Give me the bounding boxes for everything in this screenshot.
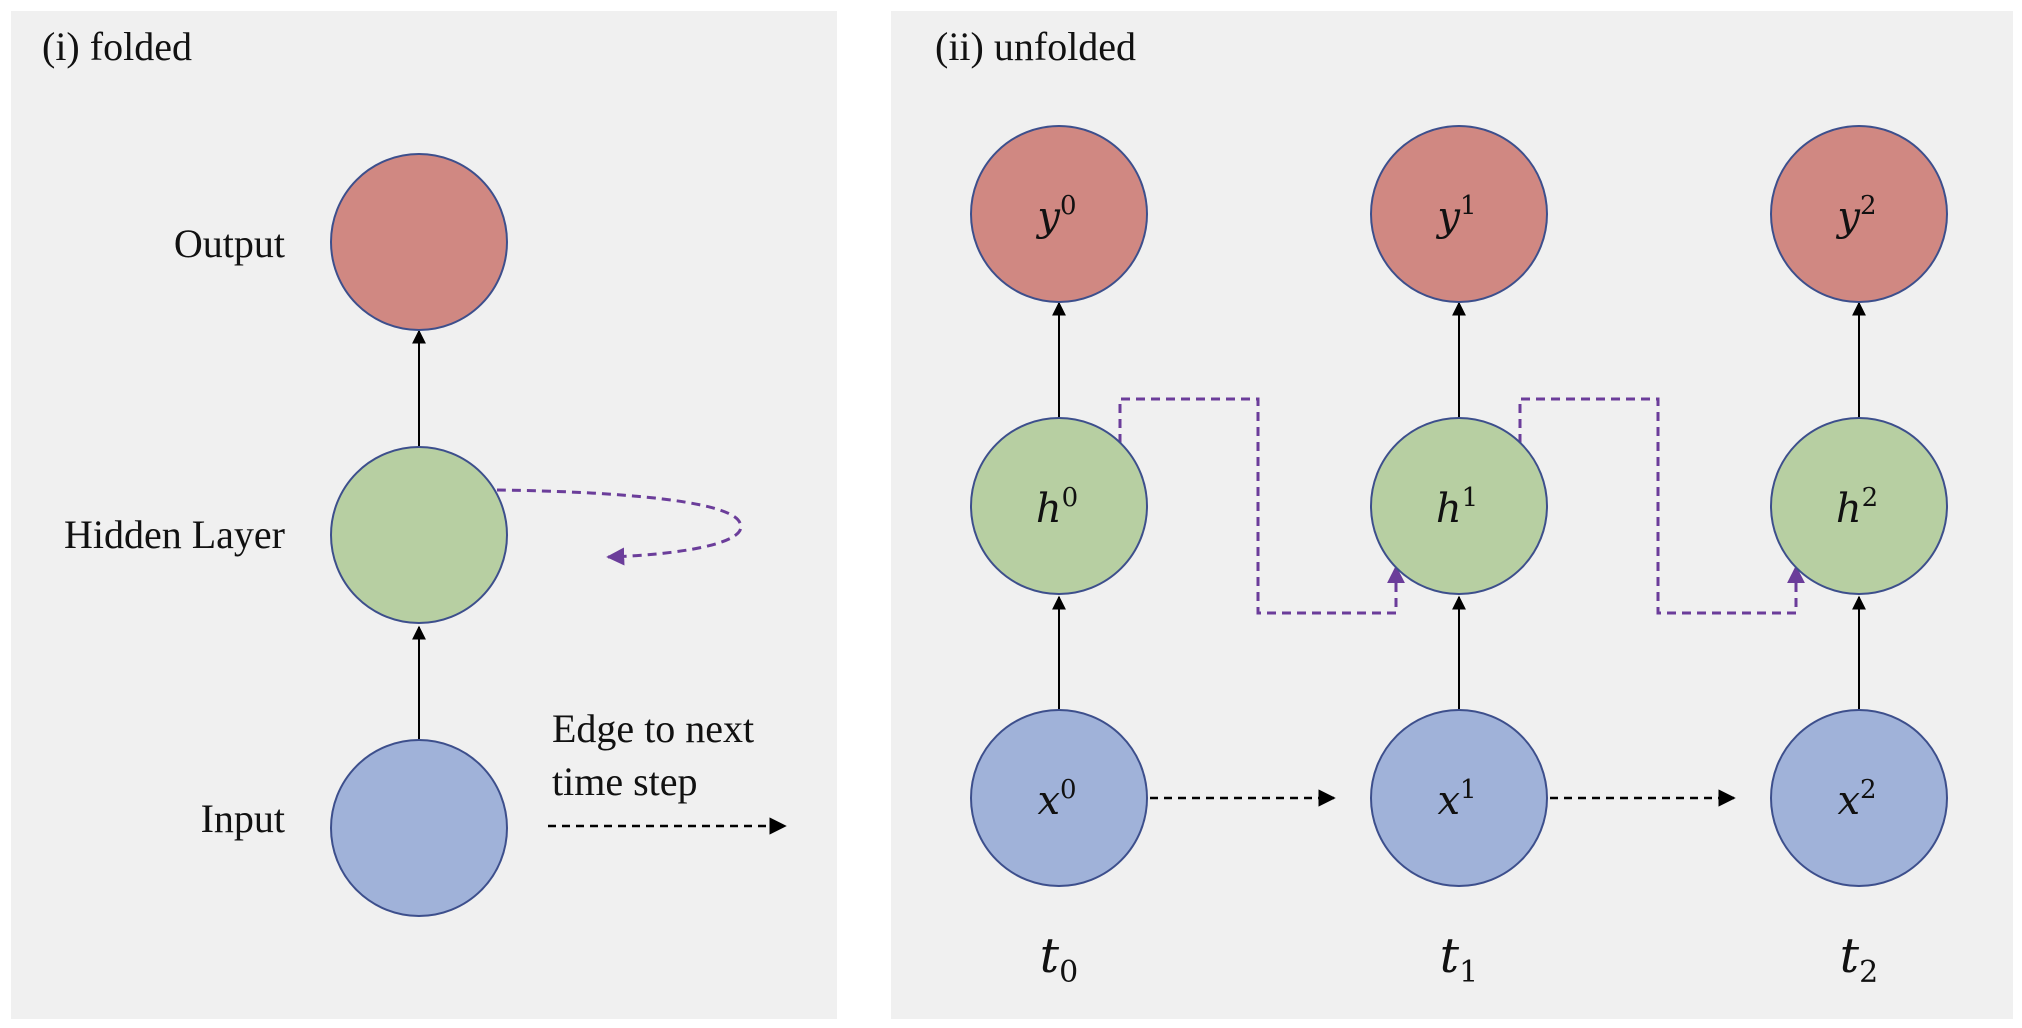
y2-label: y2 bbox=[1835, 191, 1876, 240]
time-label-t0: t0 bbox=[1040, 928, 1078, 990]
x2-label: x2 bbox=[1837, 775, 1876, 824]
h1-node bbox=[1370, 417, 1548, 595]
legend-line-2: time step bbox=[552, 759, 698, 804]
unfolded-title: (ii) unfolded bbox=[935, 24, 1136, 69]
x1-label: x1 bbox=[1437, 775, 1476, 824]
x0-label: x0 bbox=[1037, 775, 1076, 824]
x2-node bbox=[1770, 709, 1948, 887]
folded-input-node bbox=[330, 739, 508, 917]
h2-node bbox=[1770, 417, 1948, 595]
time-label-t1: t1 bbox=[1440, 928, 1478, 990]
h2-label: h2 bbox=[1836, 483, 1878, 532]
folded-recurrent-edge bbox=[496, 488, 743, 566]
x0-node bbox=[970, 709, 1148, 887]
time-label-t2: t2 bbox=[1840, 928, 1878, 990]
h0-node bbox=[970, 417, 1148, 595]
y2-node bbox=[1770, 125, 1948, 303]
input-layer-label: Input bbox=[201, 796, 285, 841]
hidden-layer-label: Hidden Layer bbox=[64, 512, 285, 557]
folded-hidden-node bbox=[330, 446, 508, 624]
x1-node bbox=[1370, 709, 1548, 887]
folded-title: (i) folded bbox=[42, 24, 192, 69]
y1-label: y1 bbox=[1435, 191, 1476, 240]
y1-node bbox=[1370, 125, 1548, 303]
y0-node bbox=[970, 125, 1148, 303]
h0-label: h0 bbox=[1036, 483, 1078, 532]
y0-label: y0 bbox=[1035, 191, 1076, 240]
legend-line-1: Edge to next bbox=[552, 706, 754, 751]
folded-output-node bbox=[330, 153, 508, 331]
h0-to-h1-recurrent-edge bbox=[1118, 397, 1405, 615]
h1-to-h2-recurrent-edge bbox=[1518, 397, 1805, 615]
h1-label: h1 bbox=[1436, 483, 1478, 532]
output-layer-label: Output bbox=[174, 221, 285, 266]
